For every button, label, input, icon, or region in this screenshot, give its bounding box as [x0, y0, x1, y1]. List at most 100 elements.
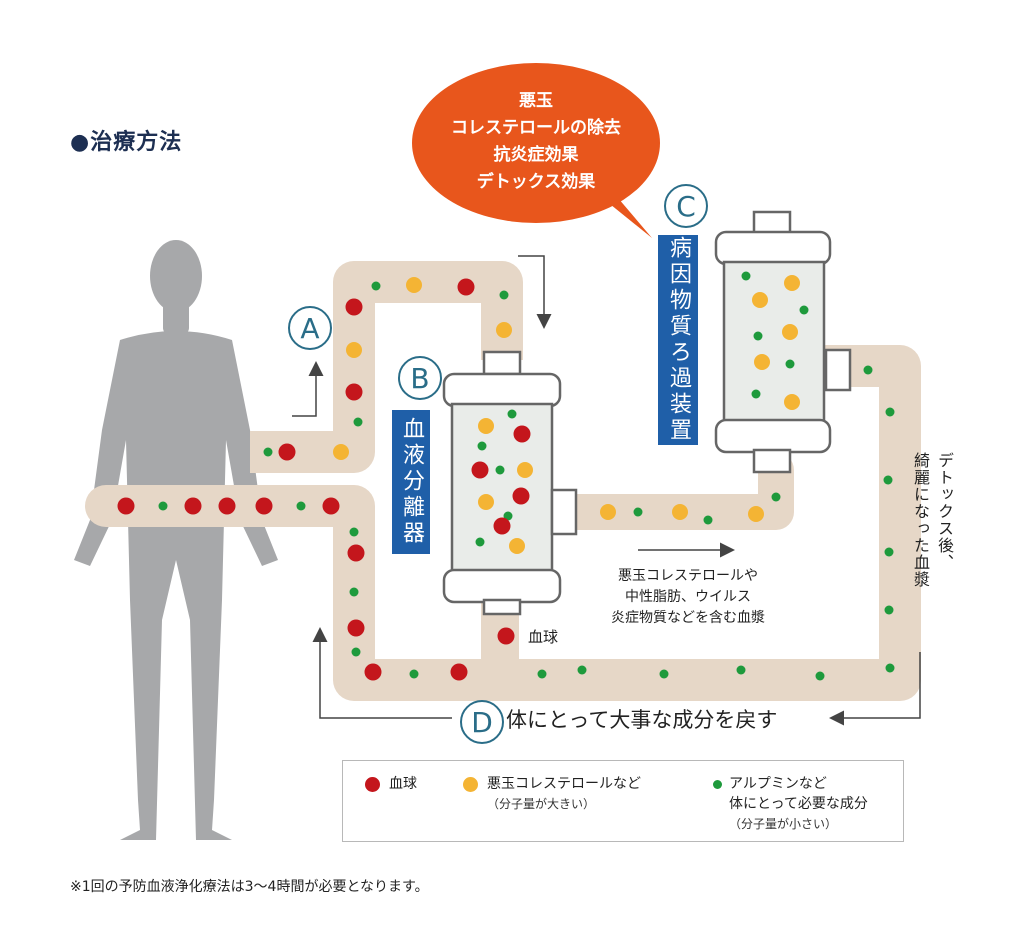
blood-cell-dot — [255, 497, 273, 515]
albumin-dot — [503, 511, 513, 521]
blood-cell-dot — [218, 497, 236, 515]
cholesterol-dot — [496, 322, 512, 338]
cholesterol-dot — [748, 506, 764, 522]
human-body-silhouette — [74, 240, 278, 840]
albumin-dot — [349, 527, 359, 537]
albumin-dot — [751, 389, 761, 399]
cholesterol-dot — [784, 275, 800, 291]
legend-red-label: 血球 — [389, 776, 417, 792]
step-d-marker: D — [460, 700, 504, 744]
step-c-marker: C — [664, 184, 708, 228]
albumin-dot — [885, 407, 895, 417]
albumin-dot — [633, 507, 643, 517]
blood-cell-dot — [347, 619, 365, 637]
legend-green-label: アルプミンなど — [729, 776, 827, 792]
blood-cell-dot — [322, 497, 340, 515]
cholesterol-dot — [600, 504, 616, 520]
albumin-dot — [475, 537, 485, 547]
blood-cell-dot — [184, 497, 202, 515]
cholesterol-dot — [509, 538, 525, 554]
legend-green-dot — [713, 780, 722, 789]
albumin-dot — [799, 305, 809, 315]
albumin-dot — [736, 665, 746, 675]
plasma-note-line: 中性脂肪、ウイルス — [625, 589, 751, 605]
legend-yellow-label: 悪玉コレステロールなど — [487, 776, 641, 792]
legend: 血球 悪玉コレステロールなど （分子量が大きい） アルプミンなど 体にとって必要… — [342, 760, 904, 842]
blood-cell-dot — [345, 298, 363, 316]
albumin-dot — [884, 605, 894, 615]
blood-cell-dot — [512, 487, 530, 505]
clean-plasma-line: 綺麗になった血漿 — [911, 452, 930, 588]
filtration-device — [714, 210, 852, 474]
blood-cell-dot — [117, 497, 135, 515]
blood-cell-dot — [513, 425, 531, 443]
blood-cell-dot — [364, 663, 382, 681]
cholesterol-dot — [672, 504, 688, 520]
legend-red-dot — [365, 777, 380, 792]
legend-yellow: 悪玉コレステロールなど （分子量が大きい） — [487, 774, 641, 814]
albumin-dot — [577, 665, 587, 675]
albumin-dot — [815, 671, 825, 681]
albumin-dot — [507, 409, 517, 419]
albumin-dot — [785, 359, 795, 369]
blood-cell-dot — [471, 461, 489, 479]
blood-cell-dot — [278, 443, 296, 461]
flow-arrows — [292, 255, 921, 726]
step-b-marker: B — [398, 356, 442, 400]
albumin-dot — [499, 290, 509, 300]
albumin-dot — [477, 441, 487, 451]
cholesterol-dot — [478, 494, 494, 510]
albumin-dot — [883, 475, 893, 485]
bubble-line: 悪玉 — [519, 91, 553, 111]
albumin-dot — [351, 647, 361, 657]
effect-speech-bubble — [412, 63, 660, 238]
blood-cell-dot — [450, 663, 468, 681]
legend-green-label2: 体にとって必要な成分 — [729, 796, 868, 812]
bubble-line: デトックス効果 — [476, 172, 596, 192]
albumin-dot — [296, 501, 306, 511]
legend-green-sub: （分子量が小さい） — [729, 817, 838, 831]
blood-cell-label: 血球 — [528, 628, 559, 646]
cholesterol-dot — [333, 444, 349, 460]
albumin-dot — [353, 417, 363, 427]
cholesterol-dot — [784, 394, 800, 410]
albumin-dot — [349, 587, 359, 597]
cholesterol-dot — [752, 292, 768, 308]
cholesterol-dot — [754, 354, 770, 370]
blood-separator-device — [442, 350, 578, 616]
return-label: 体にとって大事な成分を戻す — [506, 708, 778, 732]
albumin-dot — [263, 447, 273, 457]
plasma-note-line: 炎症物質などを含む血漿 — [611, 610, 765, 626]
cholesterol-dot — [782, 324, 798, 340]
cholesterol-dot — [346, 342, 362, 358]
plasma-note-line: 悪玉コレステロールや — [618, 568, 758, 584]
clean-plasma-line: デトックス後、 — [935, 452, 954, 571]
albumin-dot — [659, 669, 669, 679]
bubble-line: コレステロールの除去 — [451, 118, 621, 138]
cholesterol-dot — [517, 462, 533, 478]
cholesterol-dot — [406, 277, 422, 293]
footnote: ※1回の予防血液浄化療法は3〜4時間が必要となります。 — [70, 879, 429, 895]
albumin-dot — [885, 663, 895, 673]
cholesterol-dot — [478, 418, 494, 434]
blood-cell-dot — [347, 544, 365, 562]
particles — [117, 271, 895, 681]
albumin-dot — [409, 669, 419, 679]
blood-cell-dot — [345, 383, 363, 401]
blood-separator-label: 血液分離器 — [392, 410, 430, 554]
albumin-dot — [753, 331, 763, 341]
blood-cell-dot — [497, 627, 515, 645]
blood-cell-dot — [457, 278, 475, 296]
albumin-dot — [771, 492, 781, 502]
legend-green: アルプミンなど 体にとって必要な成分 （分子量が小さい） — [729, 774, 868, 834]
albumin-dot — [741, 271, 751, 281]
clean-plasma-note: デトックス後、 綺麗になった血漿 — [908, 452, 956, 588]
albumin-dot — [537, 669, 547, 679]
blood-cell-dot — [493, 517, 511, 535]
bubble-line: 抗炎症効果 — [493, 145, 579, 165]
albumin-dot — [863, 365, 873, 375]
albumin-dot — [371, 281, 381, 291]
bubble-text: 悪玉 コレステロールの除去 抗炎症効果 デトックス効果 — [428, 88, 644, 196]
